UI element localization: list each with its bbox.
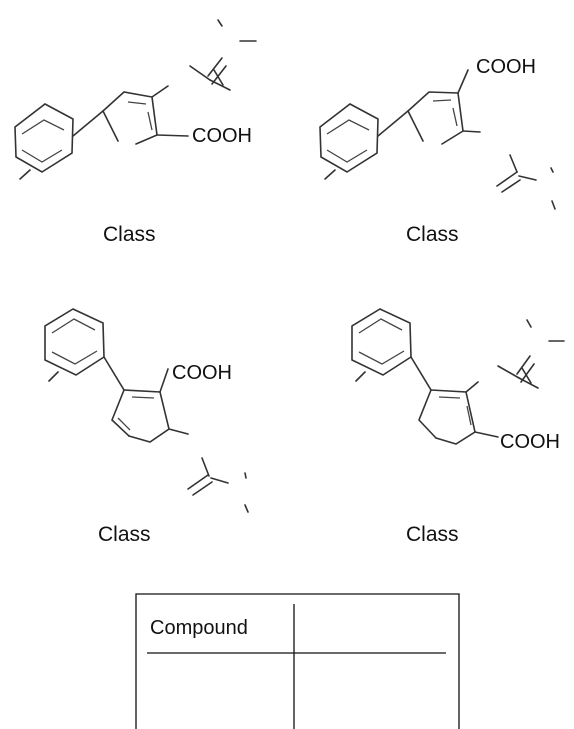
cooh-label: COOH [192,125,252,147]
class-label: Class [406,523,459,546]
five-membered-ring [418,389,476,445]
alkenyl-substituent [465,319,565,393]
structure-4: COOH Class [351,308,565,546]
class-label: Class [98,523,151,546]
acid-bond [474,431,499,438]
class-label: Class [103,223,156,246]
benzene-ring [44,308,105,382]
cooh-label: COOH [172,362,232,384]
table-border [135,593,460,729]
aryl-bond [103,356,125,391]
aryl-bond [72,110,104,137]
alkenyl-substituent [151,19,257,98]
structure-1: COOH Class [14,19,257,246]
alkenyl-substituent [168,428,249,513]
acid-bond [457,69,469,94]
five-membered-ring [111,389,170,443]
table-header-compound: Compound [150,617,248,639]
acid-bond [156,134,189,137]
cooh-label: COOH [476,56,536,78]
class-label: Class [406,223,459,246]
aryl-bond [377,110,409,137]
compound-table: Compound [135,593,460,729]
cooh-label: COOH [500,431,560,453]
structure-3: COOH Class [44,308,249,546]
aryl-bond [410,356,432,391]
alkenyl-substituent [462,130,556,210]
structure-2: COOH Class [319,56,556,246]
five-membered-ring [102,91,158,145]
five-membered-ring [407,91,464,145]
benzene-ring [14,103,74,180]
benzene-ring [351,308,412,382]
acid-bond [159,368,169,393]
benzene-ring [319,103,379,180]
